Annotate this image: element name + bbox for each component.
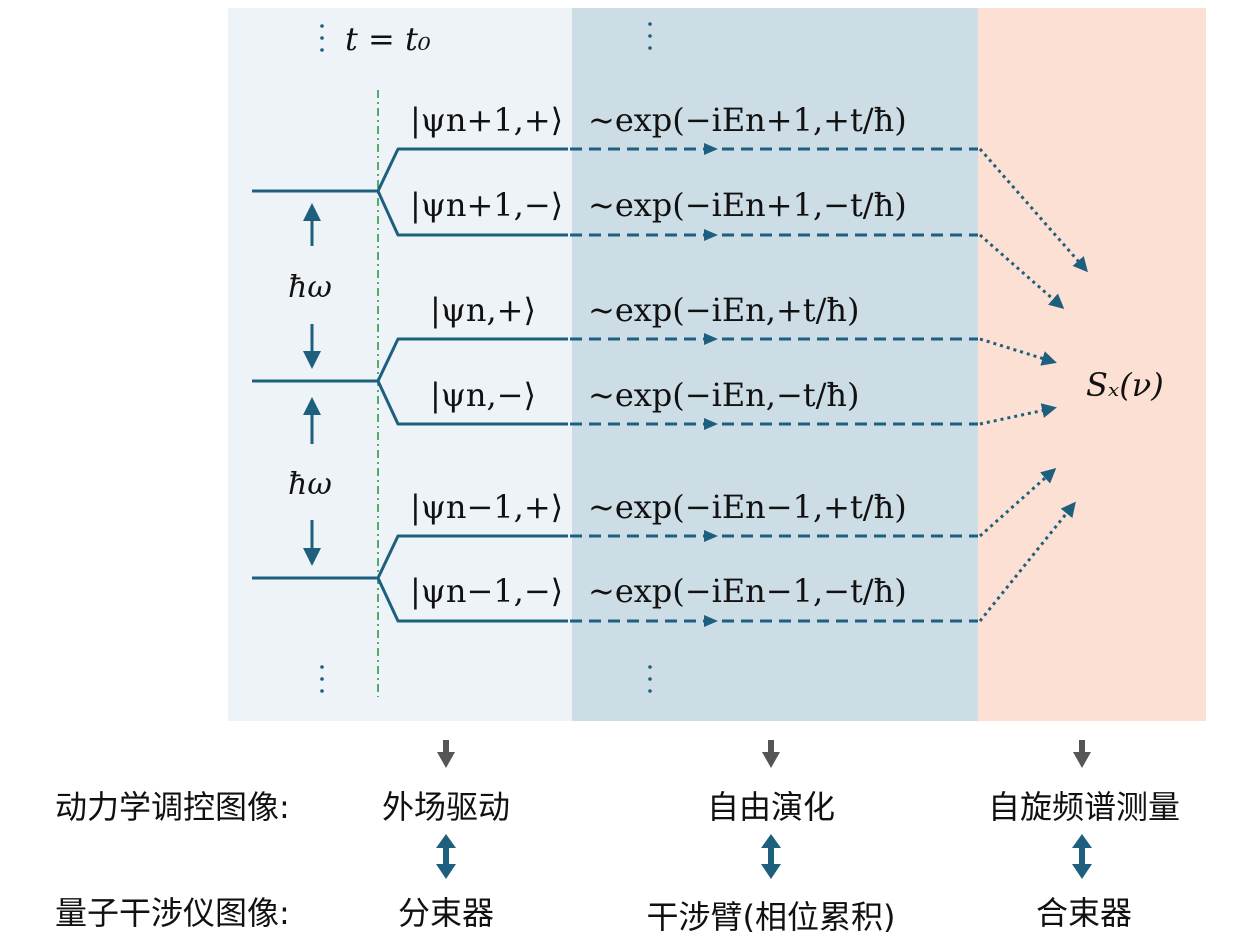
phase-n-plus: ~exp(−iEn,+t/ħ) — [588, 291, 860, 329]
correspondence-arrows — [436, 834, 1092, 879]
state-np1-minus: |ψn+1,−⟩ — [410, 186, 563, 224]
state-nm1-minus: |ψn−1,−⟩ — [410, 572, 563, 610]
state-nm1-plus: |ψn−1,+⟩ — [410, 488, 563, 526]
state-labels: |ψn+1,+⟩ |ψn+1,−⟩ |ψn,+⟩ |ψn,−⟩ |ψn−1,+⟩… — [410, 101, 563, 610]
unperturbed-levels — [252, 189, 378, 580]
recombination-arrows — [978, 148, 1088, 622]
panel-drive — [228, 8, 572, 721]
evolution-arrowheads — [704, 143, 718, 627]
panel-measurement — [978, 8, 1206, 721]
hbar-omega-upper: ħω — [288, 270, 332, 305]
free-evolution-paths — [570, 147, 978, 623]
hbar-omega-lower: ħω — [288, 467, 332, 502]
ellipsis-dots — [320, 22, 652, 693]
phase-n-minus: ~exp(−iEn,−t/ħ) — [588, 376, 860, 414]
output-spectrum-label: Sₓ(ν) — [1086, 366, 1164, 404]
phase-np1-plus: ~exp(−iEn+1,+t/ħ) — [588, 101, 907, 139]
phase-labels: ~exp(−iEn+1,+t/ħ) ~exp(−iEn+1,−t/ħ) ~exp… — [588, 101, 907, 610]
stage-spin-spectrum: 自旋频谱测量 — [988, 788, 1180, 826]
state-n-plus: |ψn,+⟩ — [430, 291, 536, 329]
stage-beam-splitter: 分束器 — [398, 894, 494, 932]
dynamics-row-label: 动力学调控图像: — [55, 788, 290, 826]
splitting-branches — [376, 147, 568, 623]
time-label: t = t₀ — [345, 20, 431, 58]
panel-free-evolution — [572, 8, 978, 721]
stage-free-evolution: 自由演化 — [707, 788, 835, 826]
state-np1-plus: |ψn+1,+⟩ — [410, 101, 563, 139]
state-n-minus: |ψn,−⟩ — [430, 376, 536, 414]
interferometer-row-label: 量子干涉仪图像: — [55, 894, 290, 932]
stage-beam-combiner: 合束器 — [1036, 894, 1132, 932]
phase-nm1-minus: ~exp(−iEn−1,−t/ħ) — [588, 572, 907, 610]
stage-external-drive: 外场驱动 — [382, 788, 510, 826]
stage-interferometer-arm: 干涉臂(相位累积) — [647, 898, 896, 936]
phase-np1-minus: ~exp(−iEn+1,−t/ħ) — [588, 186, 907, 224]
stage-down-arrows — [437, 740, 1091, 768]
phase-nm1-plus: ~exp(−iEn−1,+t/ħ) — [588, 488, 907, 526]
